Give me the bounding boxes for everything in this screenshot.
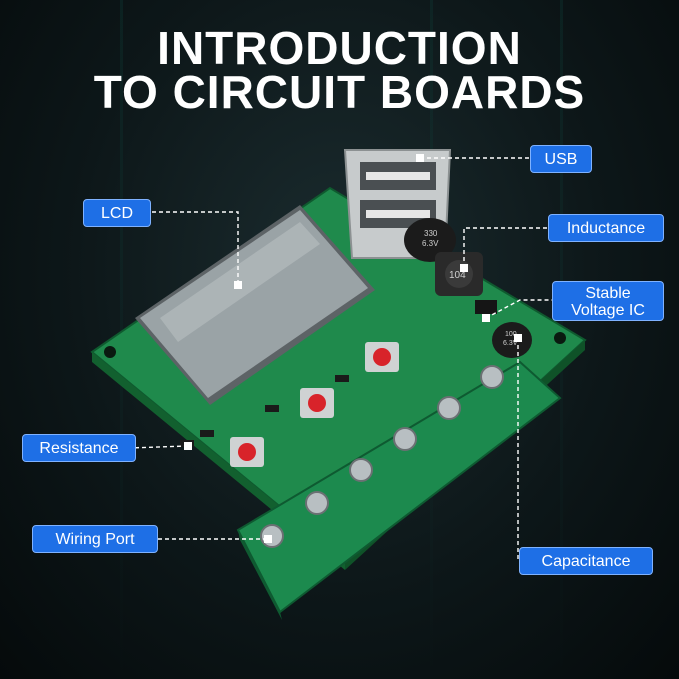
callout-lines [127,157,552,560]
terminal-screw [393,427,417,451]
label-inductance: Inductance [548,214,664,242]
label-capacitance: Capacitance [519,547,653,575]
voltage-ic [475,300,497,314]
capacitor-mark: 100 [505,331,517,338]
inductor-mark: 104 [449,270,466,281]
terminal-screw [349,458,373,482]
label-usb: USB [530,145,592,173]
lcd-screen [140,210,368,398]
label-stable-voltage-line2: Voltage IC [571,302,645,319]
capacitor [404,218,456,262]
label-lcd: LCD [83,199,151,227]
mounting-hole [104,346,116,358]
resistor [265,405,279,412]
callout-dots [184,154,522,543]
terminal-screw [305,491,329,515]
terminal-screw [480,365,504,389]
terminal-screw [437,396,461,420]
tactile-button-cap [308,394,326,412]
resistor [200,430,214,437]
callout-line-resistance [127,445,189,449]
tactile-button-cap [373,348,391,366]
label-wiring-port: Wiring Port [32,525,158,553]
label-stable-voltage-ic: Stable Voltage IC [552,281,664,321]
page-title-line1: INTRODUCTION [157,22,522,74]
mounting-hole [554,332,566,344]
callout-line-stable-voltage [485,299,552,319]
callout-line-lcd [152,211,239,284]
resistor [335,375,349,382]
label-resistance: Resistance [22,434,136,462]
tactile-button-cap [238,443,256,461]
capacitor-mark: 6.3V [422,239,439,248]
capacitor [492,322,532,358]
label-stable-voltage-line1: Stable [585,285,631,302]
capacitor-mark: 6.3V [503,340,518,347]
capacitor-mark: 330 [424,229,438,238]
page-title-line2: TO CIRCUIT BOARDS [93,66,586,118]
